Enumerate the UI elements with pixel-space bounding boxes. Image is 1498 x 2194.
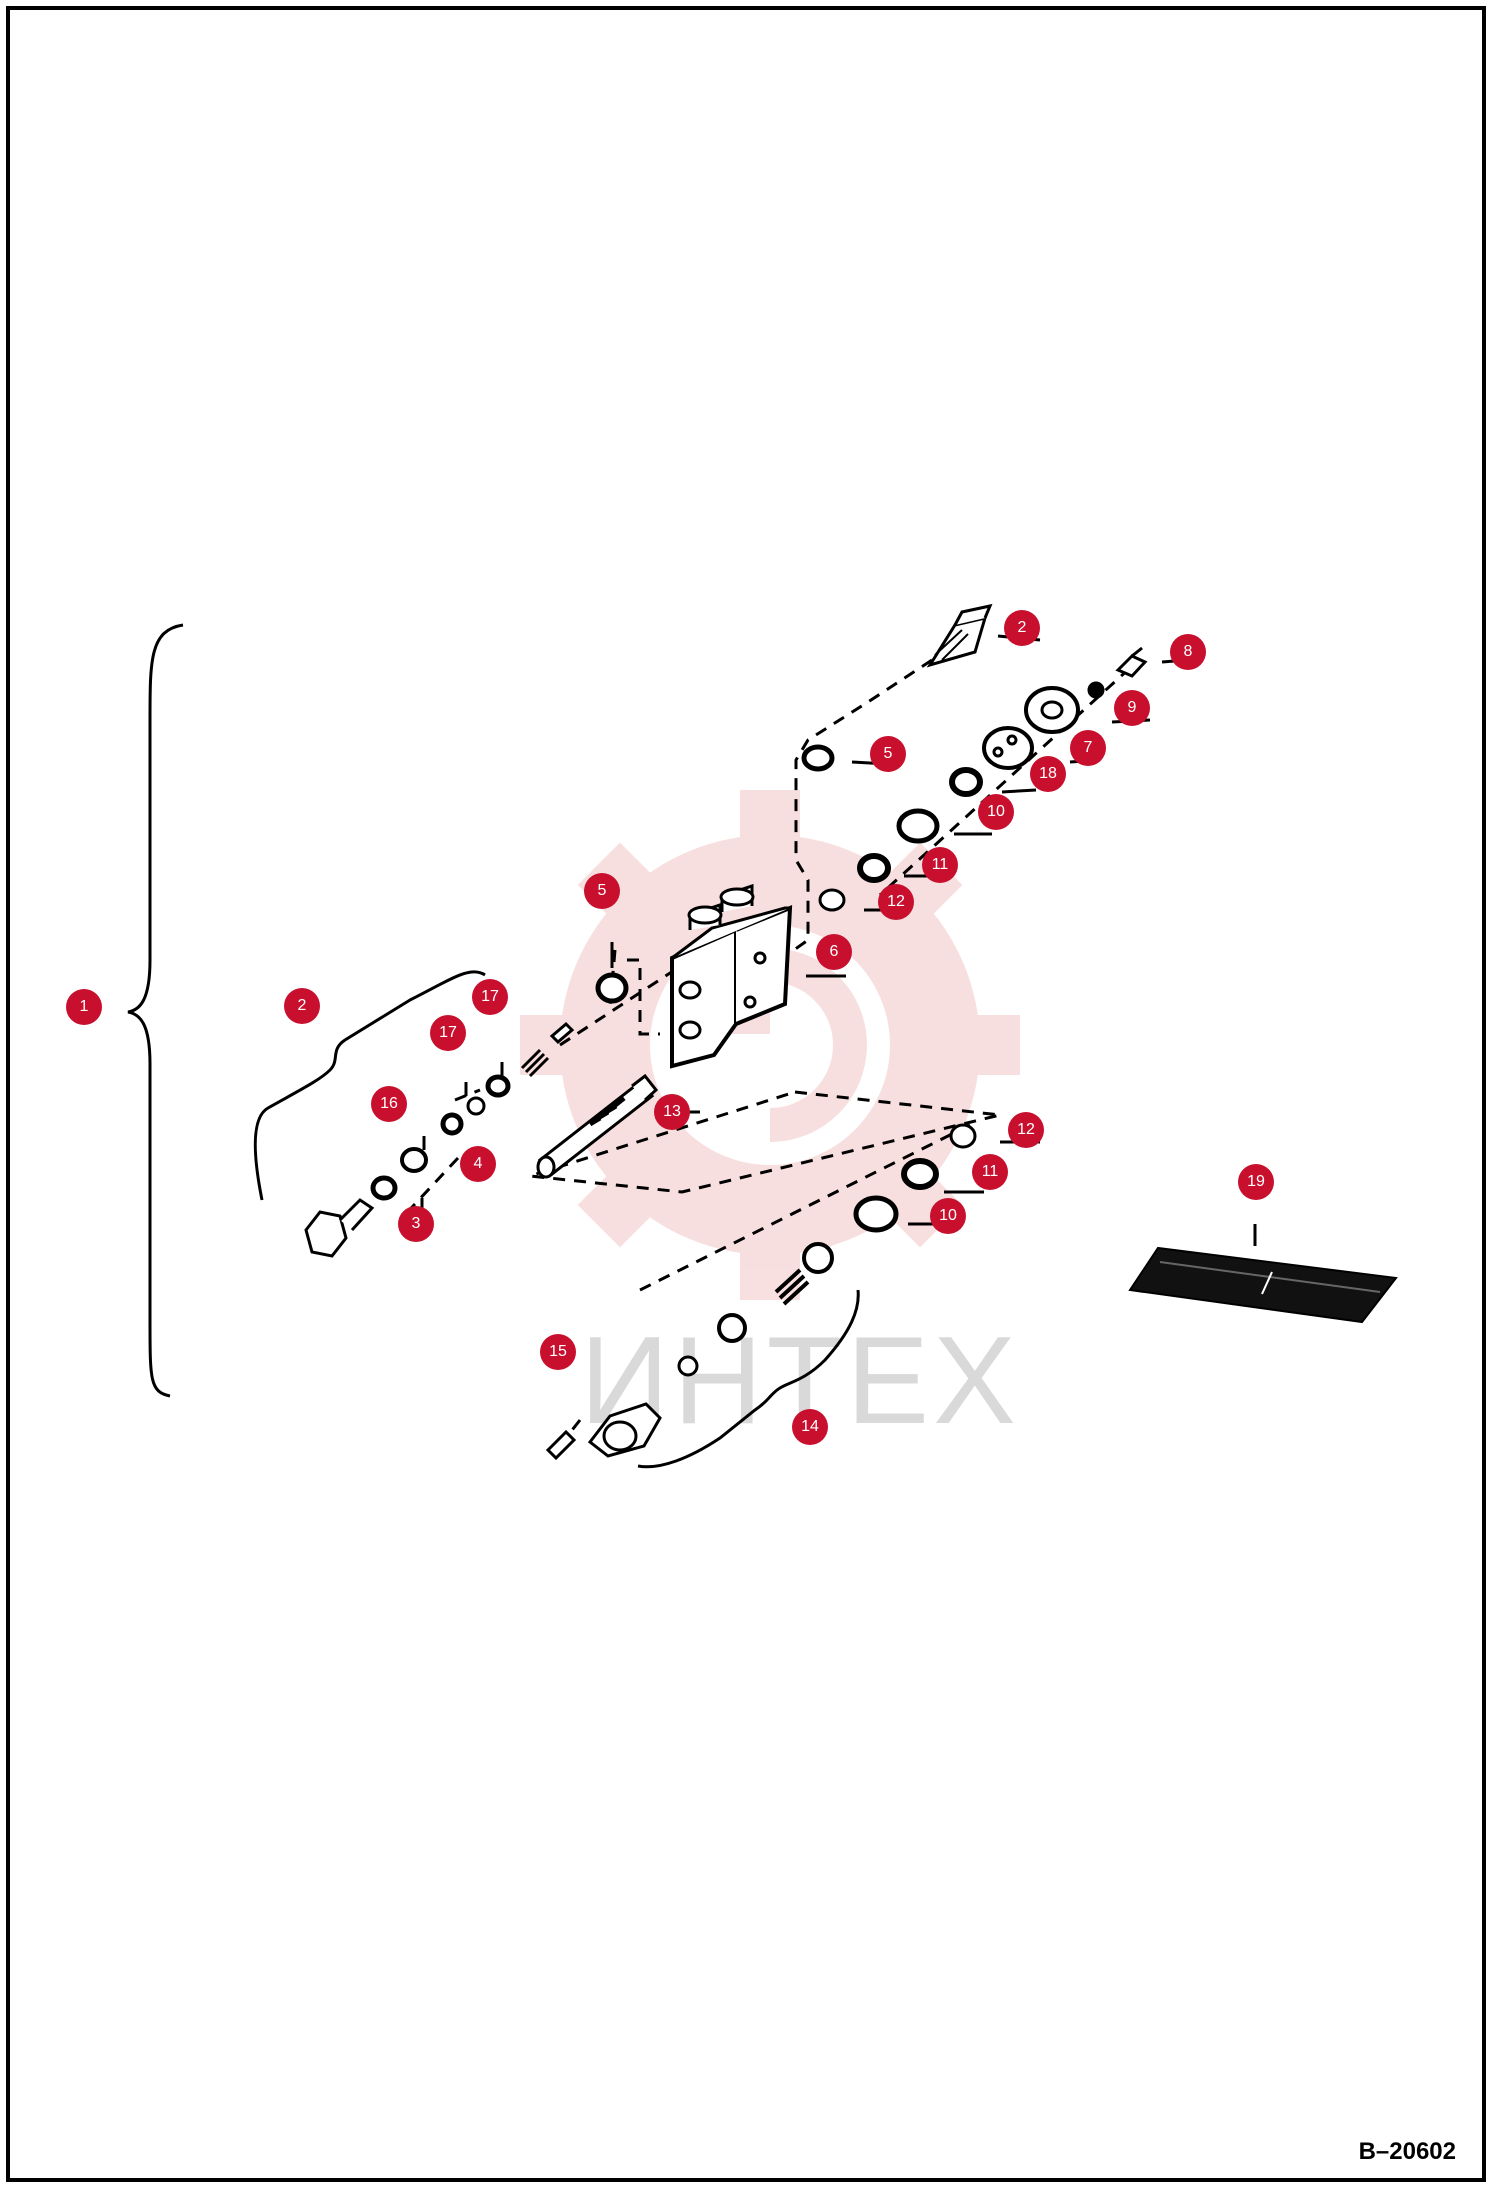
ring-11-bottom bbox=[901, 1158, 939, 1190]
callout-9[interactable]: 9 bbox=[1114, 690, 1150, 726]
valve-body bbox=[670, 883, 793, 1069]
callout-2-top[interactable]: 2 bbox=[1004, 610, 1040, 646]
cap-lower bbox=[802, 1242, 834, 1274]
ring-10-top bbox=[896, 808, 940, 844]
valve-parts bbox=[304, 603, 1398, 1461]
poppet-lower bbox=[677, 1355, 699, 1377]
callout-17-upper[interactable]: 17 bbox=[472, 979, 508, 1015]
washer-9 bbox=[1087, 681, 1105, 699]
callout-17-lower[interactable]: 17 bbox=[430, 1015, 466, 1051]
callout-14[interactable]: 14 bbox=[792, 1409, 828, 1445]
callout-5-left[interactable]: 5 bbox=[584, 873, 620, 909]
callout-10-bottom[interactable]: 10 bbox=[930, 1198, 966, 1234]
callout-8[interactable]: 8 bbox=[1170, 634, 1206, 670]
o-ring-12-bottom bbox=[949, 1123, 977, 1149]
o-ring-3 bbox=[400, 1147, 428, 1173]
callout-16[interactable]: 16 bbox=[371, 1086, 407, 1122]
spring-17 bbox=[520, 1048, 550, 1078]
ring-11-top bbox=[857, 853, 891, 883]
screw-8 bbox=[1115, 646, 1148, 678]
o-ring-5-left bbox=[595, 972, 629, 1004]
callout-4[interactable]: 4 bbox=[460, 1146, 496, 1182]
callout-3[interactable]: 3 bbox=[398, 1206, 434, 1242]
subassembly-brace-2 bbox=[253, 970, 486, 1201]
watermark-gear-logo bbox=[520, 790, 1020, 1300]
fitting-left-plug bbox=[304, 1198, 375, 1258]
o-ring-5-top bbox=[801, 744, 835, 772]
document-number: B–20602 bbox=[1358, 2138, 1456, 2165]
ring-16 bbox=[440, 1112, 464, 1136]
callout-12-top[interactable]: 12 bbox=[878, 884, 914, 920]
callout-6[interactable]: 6 bbox=[816, 934, 852, 970]
callout-11-top[interactable]: 11 bbox=[922, 847, 958, 883]
assembly-brace bbox=[127, 623, 184, 1398]
callout-19[interactable]: 19 bbox=[1238, 1164, 1274, 1200]
seal-left bbox=[370, 1175, 398, 1201]
seal-10-top bbox=[949, 767, 983, 797]
plate-18 bbox=[982, 726, 1034, 770]
callout-2-left[interactable]: 2 bbox=[284, 988, 320, 1024]
ball-4 bbox=[466, 1096, 486, 1116]
spool-13 bbox=[536, 1073, 659, 1179]
callout-5-top[interactable]: 5 bbox=[870, 736, 906, 772]
callout-15[interactable]: 15 bbox=[540, 1334, 576, 1370]
ring-10-bottom bbox=[853, 1195, 899, 1233]
screw-15 bbox=[545, 1429, 577, 1461]
assembly-dashed-lines bbox=[398, 658, 1132, 1449]
ring-17 bbox=[485, 1074, 511, 1098]
callout-13[interactable]: 13 bbox=[654, 1094, 690, 1130]
callout-11-bottom[interactable]: 11 bbox=[972, 1154, 1008, 1190]
spring-lower bbox=[774, 1268, 810, 1306]
callout-7[interactable]: 7 bbox=[1070, 730, 1106, 766]
callout-18[interactable]: 18 bbox=[1030, 756, 1066, 792]
flange-7 bbox=[1024, 686, 1080, 734]
seat-lower bbox=[717, 1313, 747, 1343]
decal-19 bbox=[1128, 1246, 1398, 1324]
callout-1[interactable]: 1 bbox=[66, 989, 102, 1025]
fitting-2-top bbox=[926, 603, 993, 668]
callout-10-top[interactable]: 10 bbox=[978, 794, 1014, 830]
subassembly-brace-14 bbox=[637, 1289, 860, 1469]
o-ring-12-top bbox=[818, 888, 846, 912]
cover-14 bbox=[587, 1402, 662, 1458]
plug-17 bbox=[549, 1021, 575, 1045]
callout-12-bottom[interactable]: 12 bbox=[1008, 1112, 1044, 1148]
